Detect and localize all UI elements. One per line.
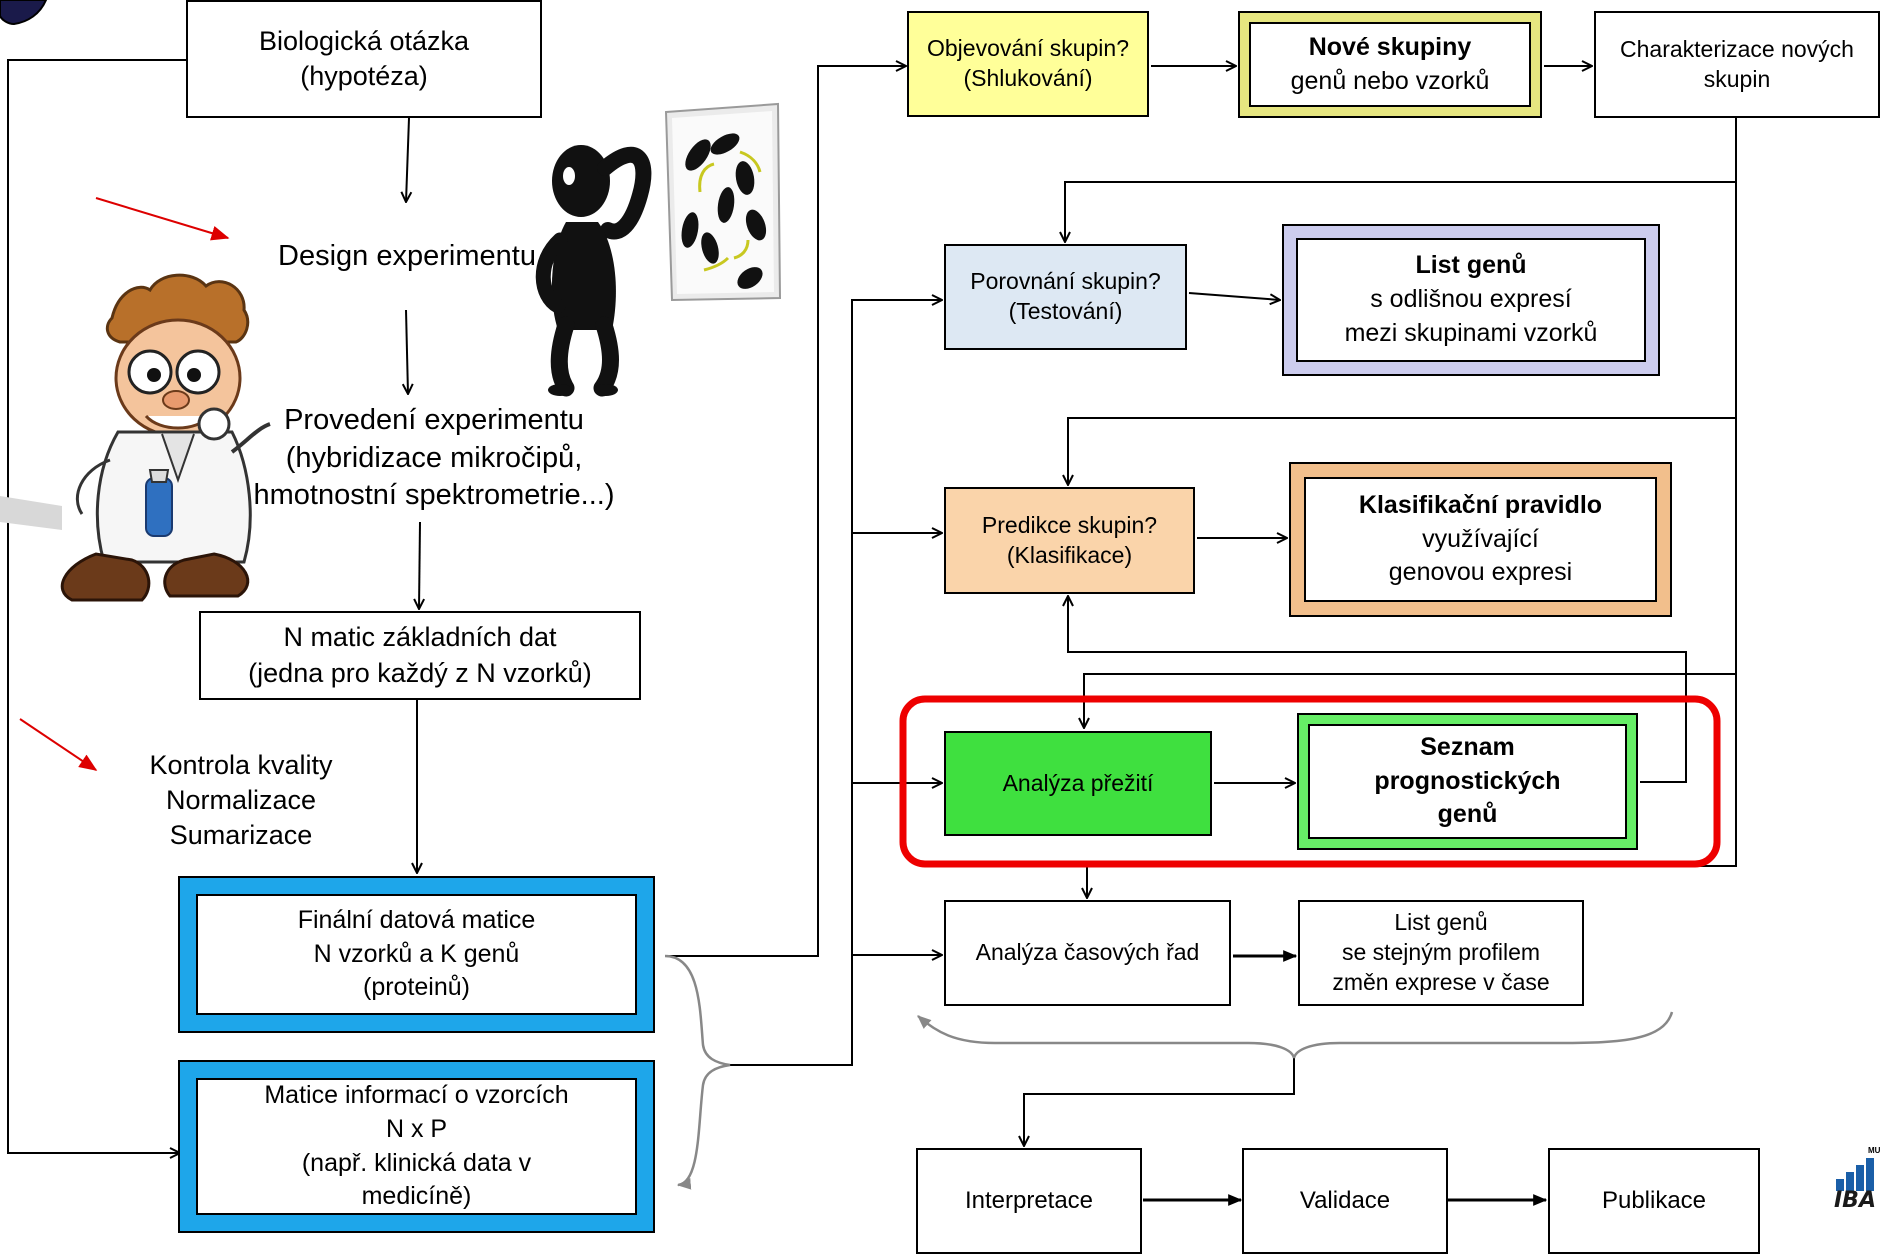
same-profile-gene-list-box: List genů se stejným profilem změn expre… bbox=[1298, 900, 1584, 1006]
biological-question-line2: (hypotéza) bbox=[300, 61, 428, 91]
biological-question-box: Biologická otázka (hypotéza) bbox=[186, 0, 542, 118]
group-comparison-box: Porovnání skupin? (Testování) bbox=[944, 244, 1187, 350]
clustering-box: Objevování skupin? (Shlukování) bbox=[907, 11, 1149, 117]
survival-analysis-box: Analýza přežití bbox=[944, 731, 1212, 836]
experiment-execution-label: Provedení experimentu (hybridizace mikro… bbox=[253, 404, 615, 512]
sample-info-matrix-box: Matice informací o vzorcích N x P (např.… bbox=[178, 1060, 655, 1233]
interpretation-box: Interpretace bbox=[916, 1148, 1142, 1254]
experiment-design-label: Design experimentu bbox=[278, 240, 536, 272]
preprocessing-steps-label: Kontrola kvality Normalizace Sumarizace bbox=[149, 750, 333, 851]
final-data-matrix-box: Finální datová matice N vzorků a K genů … bbox=[178, 876, 655, 1033]
iba-logo: IBA bbox=[1834, 1190, 1880, 1212]
time-series-analysis-box: Analýza časových řad bbox=[944, 900, 1231, 1006]
group-characterization-box: Charakterizace nových skupin bbox=[1594, 11, 1880, 118]
classification-rule-box: Klasifikační pravidlo využívající genovo… bbox=[1289, 462, 1672, 617]
differential-gene-list-box: List genů s odlišnou expresí mezi skupin… bbox=[1282, 224, 1660, 376]
prognostic-genes-box: Seznam prognostických genů bbox=[1297, 713, 1638, 850]
thinking-figure-illustration bbox=[535, 145, 652, 397]
raw-data-matrices-box: N matic základních dat (jedna pro každý … bbox=[199, 611, 641, 700]
scientist-cartoon-illustration bbox=[0, 273, 271, 602]
iba-logo-bars bbox=[1836, 1158, 1874, 1191]
biological-question-line1: Biologická otázka bbox=[258, 25, 470, 56]
highlight-frame bbox=[899, 695, 1721, 868]
new-groups-box: Nové skupiny genů nebo vzorků bbox=[1238, 11, 1542, 118]
corner-decoration bbox=[0, 0, 48, 26]
iba-logo-small-text: MU bbox=[1868, 1146, 1881, 1155]
footprint-sketch-illustration bbox=[664, 102, 782, 302]
validation-box: Validace bbox=[1242, 1148, 1448, 1254]
iba-logo-text: IBA bbox=[1834, 1188, 1876, 1213]
publication-box: Publikace bbox=[1548, 1148, 1760, 1254]
group-prediction-box: Predikce skupin? (Klasifikace) bbox=[944, 487, 1195, 594]
